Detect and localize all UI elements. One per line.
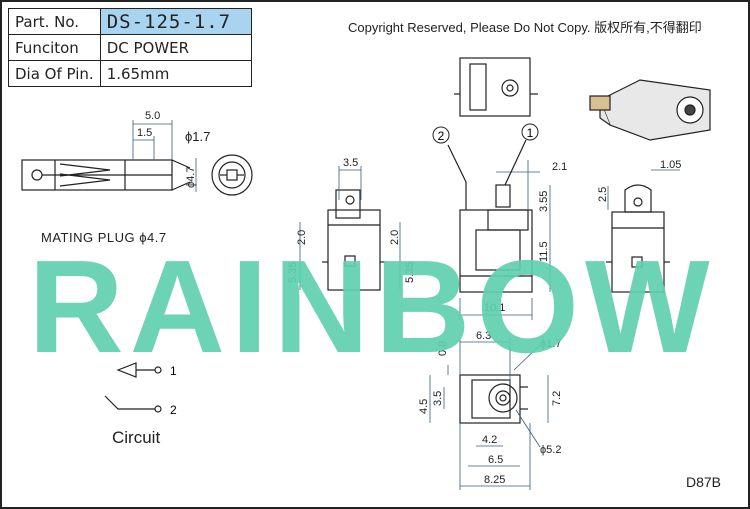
dim-bot-w1: 6.3 bbox=[476, 330, 491, 342]
dim-bot-h4: 3.5 bbox=[432, 391, 444, 406]
circuit-symbol bbox=[104, 362, 162, 413]
function-label: Funciton bbox=[8, 34, 101, 61]
pin2-callout: 2 bbox=[438, 129, 445, 143]
dim-bot-h3: 4.5 bbox=[418, 399, 430, 414]
spec-table: Part. No. DS-125-1.7 Funciton DC POWER D… bbox=[8, 8, 252, 87]
dim-bot-w4: 8.25 bbox=[484, 474, 505, 486]
dim-plug-tip: 1.5 bbox=[137, 127, 152, 139]
dim-bot-w3: 6.5 bbox=[488, 454, 503, 466]
dim-right-a: 2.5 bbox=[597, 187, 609, 202]
rainbow-watermark: RAINBOW bbox=[28, 233, 715, 380]
right-side-view bbox=[606, 184, 670, 293]
circuit-label: Circuit bbox=[112, 428, 161, 447]
mating-plug-label: MATING PLUG ϕ4.7 bbox=[41, 230, 167, 245]
circuit-pin-1: 1 bbox=[170, 364, 177, 378]
dim-bot-w2: 4.2 bbox=[482, 434, 497, 446]
dim-side-b: 2.0 bbox=[389, 230, 401, 245]
circuit-pin-2: 2 bbox=[170, 403, 177, 417]
view-dimension-lines bbox=[299, 160, 680, 490]
left-side-view bbox=[322, 189, 386, 291]
dim-right-top: 1.05 bbox=[660, 159, 681, 171]
dim-bot-hole: ϕ5.2 bbox=[540, 444, 561, 456]
pin2-callout-circle bbox=[432, 126, 450, 144]
dim-front-w: 10.1 bbox=[484, 302, 505, 314]
pin-callout-leaders bbox=[447, 139, 527, 186]
pin1-callout-circle bbox=[521, 123, 539, 141]
dim-plug-pin-dia: ϕ1.7 bbox=[185, 129, 210, 144]
copyright-notice: Copyright Reserved, Please Do Not Copy. … bbox=[348, 20, 702, 35]
top-view-sketch bbox=[454, 57, 538, 117]
dim-side-c: 5.35 bbox=[287, 262, 299, 283]
model-code: D87B bbox=[686, 474, 722, 490]
pin-dia-value: 1.65mm bbox=[99, 60, 252, 87]
front-view bbox=[459, 182, 533, 293]
mating-plug-side-view bbox=[21, 159, 191, 191]
part-no-label: Part. No. bbox=[8, 8, 101, 35]
dim-front-gap: 2.1 bbox=[552, 161, 567, 173]
dim-plug-len: 5.0 bbox=[145, 110, 160, 122]
pin-dia-label: Dia Of Pin. bbox=[8, 60, 101, 87]
connector-3d-render bbox=[589, 79, 711, 141]
bottom-view bbox=[459, 374, 528, 424]
dim-side-d: 5.35 bbox=[404, 262, 416, 283]
dim-bot-pin: ϕ1.7 bbox=[540, 338, 561, 350]
dim-side-a: 2.0 bbox=[296, 230, 308, 245]
pin1-callout: 1 bbox=[527, 126, 534, 140]
dim-front-h1: 3.55 bbox=[538, 191, 550, 212]
mating-plug-front-view bbox=[211, 154, 253, 196]
part-no-value: DS-125-1.7 bbox=[99, 8, 252, 35]
dim-side-top: 3.5 bbox=[343, 157, 358, 169]
dim-bot-h1: 0.8 bbox=[437, 341, 449, 356]
dim-plug-dia: ϕ4.7 bbox=[185, 167, 197, 188]
plug-dimension-lines bbox=[132, 120, 197, 192]
dim-bot-h2: 7.2 bbox=[551, 391, 563, 406]
dim-front-h2: 11.5 bbox=[538, 241, 550, 262]
